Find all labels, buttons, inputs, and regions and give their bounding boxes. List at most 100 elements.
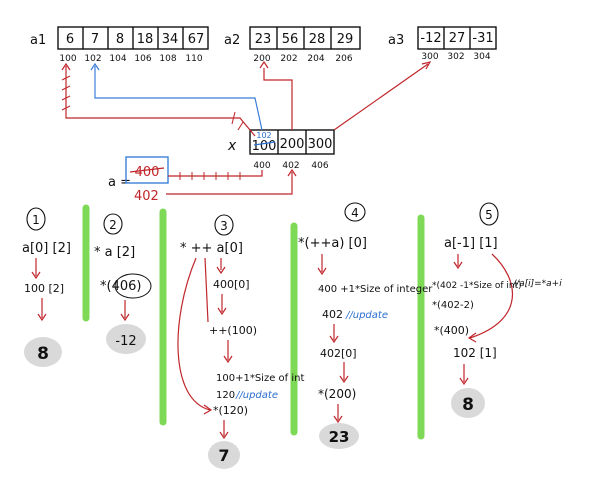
arrowhead-a2 (259, 60, 269, 69)
a3-addr-2: 304 (473, 52, 490, 62)
step-5-result-oval (451, 388, 485, 418)
step-4-line5: *(200) (318, 387, 356, 401)
a3-cell-2: -31 (472, 31, 493, 46)
step-4-expr: *(++a) [0] (298, 236, 367, 251)
a1-cell-5: 67 (188, 32, 205, 47)
step-5-side-note: //a[i]=*a+i (512, 279, 562, 289)
step-5-expr: a[-1] [1] (444, 236, 498, 251)
a3-frame (417, 26, 497, 50)
step-1: 1 a[0] [2] 100 [2] 8 (22, 207, 71, 367)
a3-cell-1: 27 (449, 31, 466, 46)
a1-addr-0: 100 (59, 54, 76, 64)
pointer-a-new-value: 402 (134, 189, 159, 204)
step-4-result: 23 (329, 428, 350, 446)
x-addr-0: 400 (253, 161, 270, 171)
step-2-result: -12 (115, 334, 136, 349)
arrow-x-to-a1-updated (94, 66, 263, 131)
a1-cell-4: 34 (162, 32, 179, 47)
step-5-result: 8 (462, 395, 474, 415)
step-3-line3: ++(100) (209, 324, 257, 337)
arrowhead-a1-blue (90, 62, 100, 71)
a1-addr-2: 104 (109, 54, 126, 64)
a1-cell-0: 6 (66, 32, 74, 47)
step-4-line4: 402[0] (320, 347, 357, 360)
a2-addr-1: 202 (280, 54, 297, 64)
step-3-result-oval (208, 441, 240, 469)
a2-array: 23 56 28 29 200 202 204 206 (249, 26, 361, 64)
step-4-result-oval (319, 423, 359, 449)
step-3-line5: 120 (216, 390, 235, 401)
x-addr-2: 406 (311, 161, 328, 171)
a1-addr-1: 102 (84, 54, 101, 64)
a3-cell-0: -12 (420, 31, 441, 46)
arrow-a-to-x0 (168, 170, 263, 177)
a1-addr-5: 110 (185, 54, 202, 64)
step-3-line6: *(120) (213, 404, 248, 417)
a1-cell-3: 18 (137, 32, 154, 47)
step-2-expr: * a [2] (94, 245, 135, 260)
x-cell-0: 100 (252, 139, 277, 154)
step-2-line2: *(406) (100, 279, 141, 294)
step-5-line4: *(400) (434, 324, 469, 337)
a3-array: -12 27 -31 300 302 304 (417, 26, 497, 62)
a2-addr-3: 206 (335, 54, 352, 64)
step-5-number: 5 (485, 208, 493, 222)
a2-label: a2 (224, 33, 240, 48)
step-3-note: //update (235, 390, 278, 401)
step-1-line2: 100 [2] (24, 282, 64, 295)
x-cell-0-strike (253, 141, 276, 146)
a2-cell-1: 56 (282, 32, 299, 47)
a3-addr-1: 302 (447, 52, 464, 62)
step-3-result: 7 (218, 446, 229, 465)
a1-cell-1: 7 (91, 32, 99, 47)
a2-cell-2: 28 (309, 32, 326, 47)
pointer-a-box (125, 156, 169, 184)
arrowhead-x1 (287, 168, 297, 177)
step-4: 4 *(++a) [0] 400 +1*Size of integer 402 … (298, 202, 433, 449)
a3-addr-0: 300 (421, 52, 438, 62)
step-5-line3: *(402-2) (432, 300, 474, 311)
x-cell-0-overwrite: 102 (256, 131, 271, 140)
step-3-number: 3 (220, 219, 228, 233)
a2-frame (249, 26, 361, 50)
x-cell-2: 300 (308, 137, 333, 152)
a2-cell-0: 23 (255, 32, 272, 47)
arrow-x-to-a3 (333, 63, 429, 131)
step-4-line3: 402 (322, 308, 343, 321)
step-4-line2: 400 +1*Size of integer (318, 284, 433, 295)
step-1-result-oval (24, 337, 62, 367)
a2-cell-3: 29 (337, 32, 354, 47)
step-3-line2: 400[0] (213, 278, 250, 291)
arrowhead-a1-red (61, 62, 71, 71)
x-cell-1: 200 (280, 137, 305, 152)
a1-addr-4: 108 (159, 54, 176, 64)
a-arrow-hatch (179, 172, 241, 180)
pointer-a-strike (129, 167, 165, 173)
arrow-x-to-a1 (65, 66, 256, 137)
step-1-result: 8 (37, 344, 49, 364)
x-label: x (227, 138, 237, 154)
step-1-expr: a[0] [2] (22, 241, 71, 256)
step-4-number: 4 (351, 206, 359, 220)
a2-addr-0: 200 (253, 54, 270, 64)
step-1-number: 1 (32, 213, 40, 227)
step-3-line4: 100+1*Size of int (216, 373, 304, 384)
arrowhead-a3 (421, 61, 432, 70)
arrow-x-to-a2 (263, 68, 293, 130)
a1-array: 6 7 8 18 34 67 100 102 104 106 108 110 (57, 26, 209, 64)
pointer-a-value: 400 (135, 165, 160, 180)
step-3: 3 * ++ a[0] 400[0] ++(100) 100+1*Size of… (177, 214, 304, 469)
a3-label: a3 (388, 33, 404, 48)
step-2: 2 * a [2] *(406) -12 (94, 213, 152, 354)
step-3-expr: * ++ a[0] (180, 241, 243, 256)
a1-addr-3: 106 (134, 54, 151, 64)
pointer-a-label: a = (108, 175, 131, 190)
step-4-note: //update (345, 310, 388, 321)
a2-addr-2: 204 (307, 54, 324, 64)
step-2-result-oval (106, 324, 146, 354)
x-addr-1: 402 (282, 161, 299, 171)
step-5-line2: *(402 -1*Size of int) (432, 281, 522, 291)
a1-label: a1 (30, 33, 46, 48)
step-5: 5 a[-1] [1] //a[i]=*a+i *(402 -1*Size of… (432, 202, 562, 418)
